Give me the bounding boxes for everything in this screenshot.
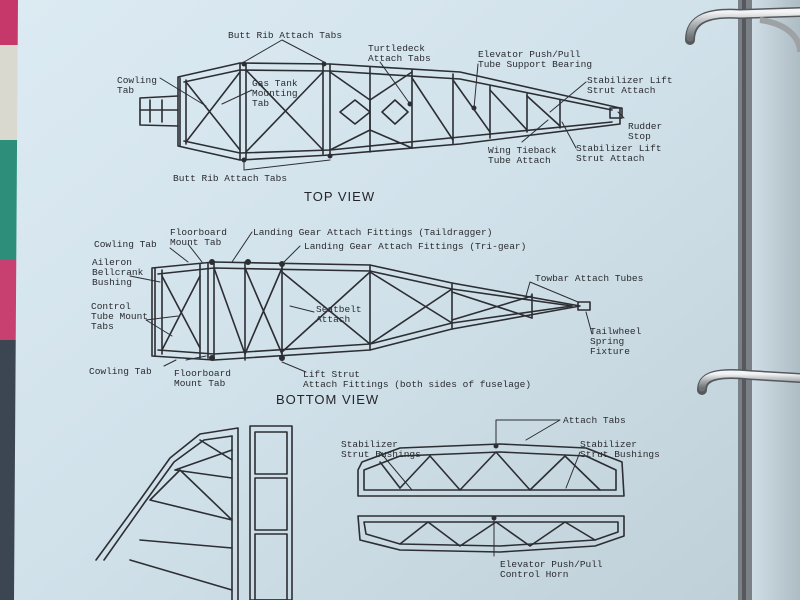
pink-divider-tab bbox=[0, 260, 20, 340]
facing-page bbox=[752, 0, 800, 600]
callout-leaders bbox=[129, 39, 625, 557]
floorboard-mount-tab-bottom-label: Floorboard Mount Tab bbox=[174, 368, 232, 389]
gas-tank-label: Gas Tank Mounting Tab bbox=[252, 78, 298, 109]
bottom-view-title: BOTTOM VIEW bbox=[276, 392, 380, 407]
lift-strut-attach-label: Lift Strut Attach Fittings (both sides o… bbox=[303, 369, 532, 390]
landing-gear-trigear-label: Landing Gear Attach Fittings (Tri-gear) bbox=[304, 241, 527, 252]
stabilizer-top-frame bbox=[357, 443, 625, 497]
attach-fittings bbox=[209, 61, 499, 521]
elevator-bearing-label: Elevator Push/Pull Tube Support Bearing bbox=[478, 49, 593, 70]
attach-tabs-label: Attach Tabs bbox=[563, 415, 626, 426]
stabilizer-lift-strut-top-label: Stabilizer Lift Strut Attach bbox=[587, 75, 673, 96]
tailwheel-spring-label: Tailwheel Spring Fixture bbox=[590, 326, 642, 357]
stabilizer-strut-bushings-right-label: Stabilizer Strut Bushings bbox=[580, 439, 660, 460]
red-divider-tab bbox=[0, 0, 20, 45]
rudder-fin-frame bbox=[95, 425, 293, 600]
control-tube-mount-label: Control Tube Mount Tabs bbox=[91, 301, 149, 332]
towbar-attach-label: Towbar Attach Tubes bbox=[535, 273, 644, 284]
cowling-tab-bottom-view-bottom-label: Cowling Tab bbox=[89, 366, 152, 377]
top-view-title: TOP VIEW bbox=[304, 189, 376, 204]
cowling-tab-label: Cowling Tab bbox=[117, 75, 157, 96]
teal-divider-tab bbox=[0, 140, 20, 260]
top-view-fuselage bbox=[139, 62, 623, 161]
rudder-stop-label: Rudder Stop bbox=[628, 121, 663, 142]
binder-ring-bottom bbox=[697, 368, 800, 395]
butt-rib-attach-tabs-top-label: Butt Rib Attach Tabs bbox=[228, 30, 343, 41]
stabilizer-bottom-frame bbox=[357, 515, 625, 553]
landing-gear-taildragger-label: Landing Gear Attach Fittings (Taildragge… bbox=[253, 227, 493, 238]
wing-tieback-label: Wing Tieback Tube Attach bbox=[488, 145, 557, 166]
turtledeck-label: Turtledeck Attach Tabs bbox=[368, 43, 431, 64]
bottom-view-fuselage bbox=[151, 261, 591, 361]
elevator-control-horn-label: Elevator Push/Pull Control Horn bbox=[500, 559, 603, 580]
stabilizer-strut-bushings-left-label: Stabilizer Strut Bushings bbox=[341, 439, 421, 460]
floorboard-mount-tab-top-label: Floorboard Mount Tab bbox=[170, 227, 228, 248]
white-divider-tab bbox=[0, 45, 20, 140]
butt-rib-attach-tabs-bottom-label: Butt Rib Attach Tabs bbox=[173, 173, 288, 184]
stabilizer-lift-strut-bottom-label: Stabilizer Lift Strut Attach bbox=[576, 143, 662, 164]
cowling-tab-bottom-view-top-label: Cowling Tab bbox=[94, 239, 157, 250]
aileron-bellcrank-label: Aileron Bellcrank Bushing bbox=[92, 257, 144, 288]
seatbelt-attach-label: Seatbelt Attach bbox=[316, 304, 362, 325]
